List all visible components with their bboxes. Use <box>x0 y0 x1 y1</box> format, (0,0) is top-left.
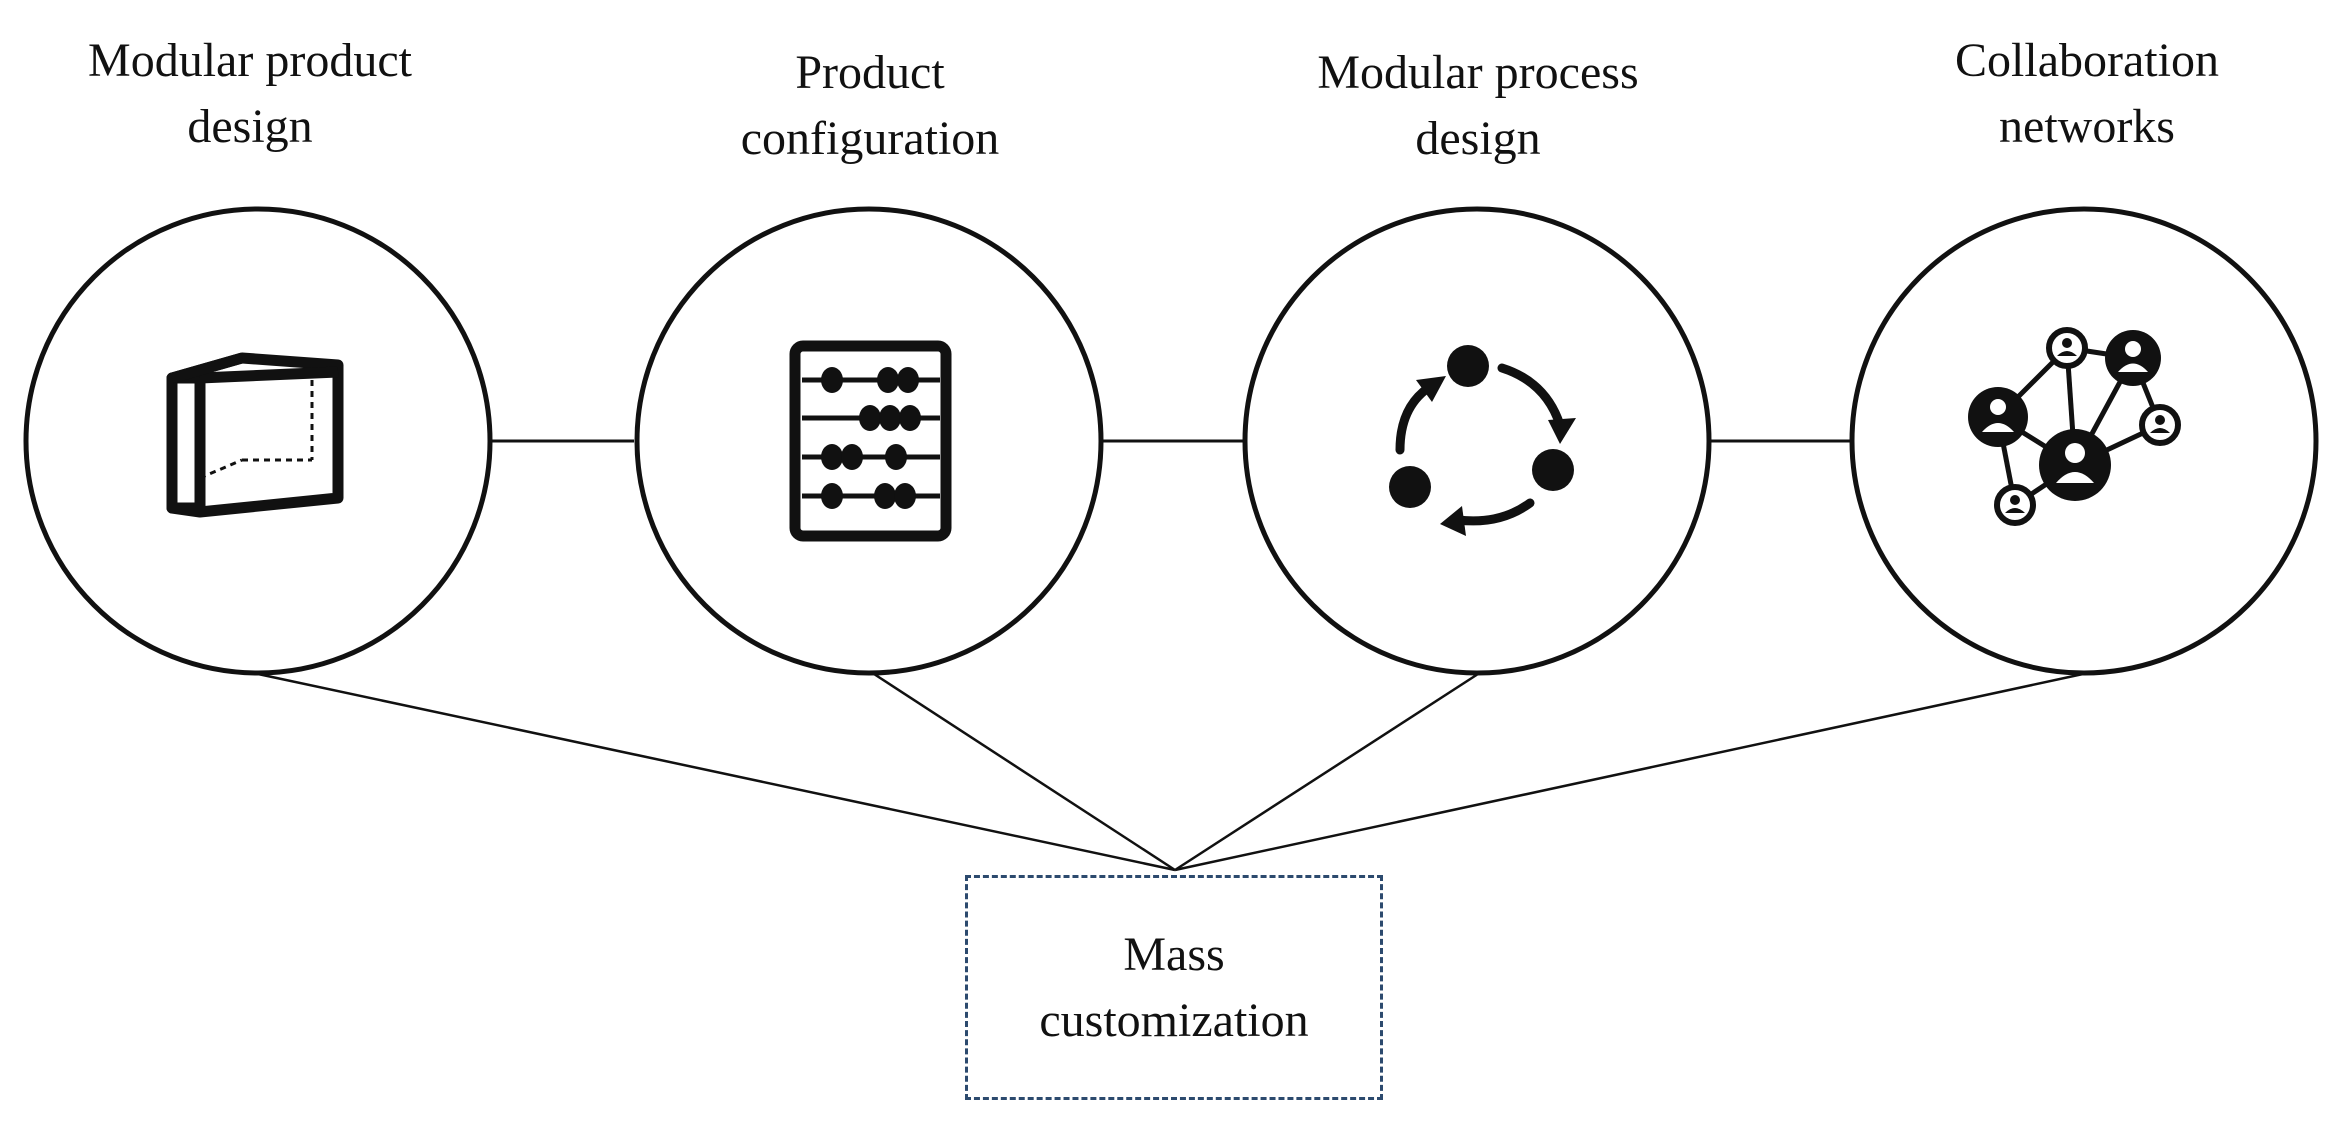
pillar-label-modular-product-design: Modular product design <box>30 28 470 160</box>
pillar-circle <box>23 206 493 676</box>
outcome-label-line: customization <box>1039 993 1309 1047</box>
pillar-label-line: Modular process <box>1317 46 1639 99</box>
pillar-label-modular-process-design: Modular process design <box>1258 40 1698 172</box>
outcome-mass-customization: Mass customization <box>965 875 1383 1100</box>
people-network-icon <box>1968 327 2181 526</box>
pillar-label-collaboration-networks: Collaboration networks <box>1867 28 2307 160</box>
modular-box-icon <box>166 352 344 518</box>
pillar-label-line: configuration <box>740 112 1000 165</box>
pillar-modular-product-design <box>23 206 493 676</box>
convergence-line-3 <box>1174 672 1479 872</box>
pillar-modular-process-design <box>1242 206 1712 676</box>
pillar-label-line: design <box>187 100 313 153</box>
pillar-circle <box>634 206 1104 676</box>
pillar-label-line: Modular product <box>88 34 412 87</box>
convergence-line-4 <box>1174 672 2084 872</box>
convergence-line-2 <box>873 672 1176 872</box>
cycle-process-icon <box>1389 345 1576 536</box>
pillar-label-line: design <box>1415 112 1541 165</box>
pillar-label-line: networks <box>1999 100 2175 153</box>
convergence-line-1 <box>257 672 1176 872</box>
pillar-label-line: Collaboration <box>1955 34 2219 87</box>
abacus-icon <box>789 340 952 542</box>
outcome-label-line: Mass <box>1123 927 1225 981</box>
pillar-label-product-configuration: Product configuration <box>650 40 1090 172</box>
pillar-circle <box>1242 206 1712 676</box>
pillar-label-line: Product <box>795 46 945 99</box>
pillar-product-configuration <box>634 206 1104 676</box>
